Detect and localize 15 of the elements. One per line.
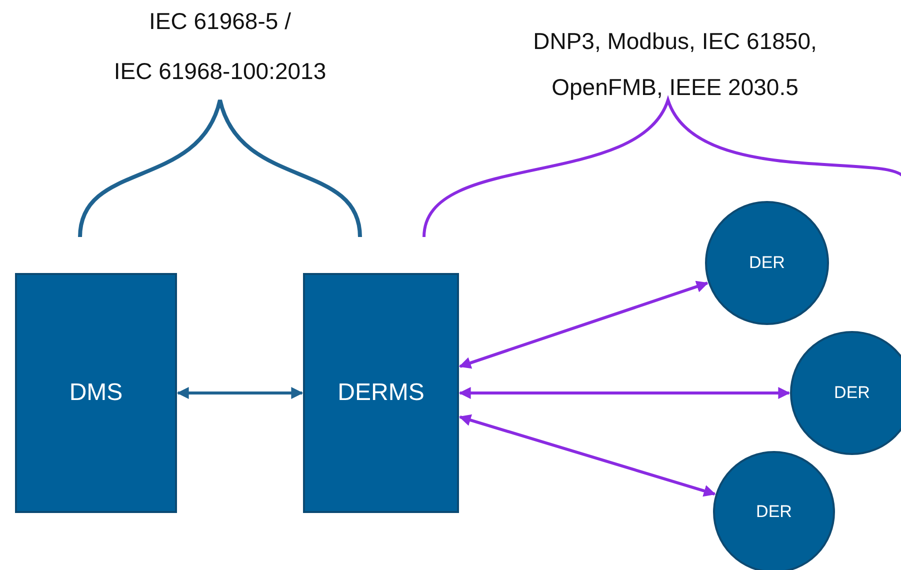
node-label: DER <box>749 253 785 273</box>
process-box <box>303 273 459 513</box>
node-label: DER <box>834 383 870 403</box>
process-box <box>15 273 177 513</box>
node-label: DER <box>756 502 792 522</box>
arrow <box>458 280 708 369</box>
arrow <box>176 387 304 399</box>
standard-label: OpenFMB, IEEE 2030.5 <box>552 74 798 101</box>
standard-label: IEC 61968-100:2013 <box>114 58 326 85</box>
node-label: DERMS <box>338 379 424 407</box>
standard-label: DNP3, Modbus, IEC 61850, <box>533 28 817 55</box>
node-label: DMS <box>69 379 123 407</box>
standard-label: IEC 61968-5 / <box>149 8 291 35</box>
arrow <box>458 387 790 399</box>
arrow <box>458 414 716 497</box>
